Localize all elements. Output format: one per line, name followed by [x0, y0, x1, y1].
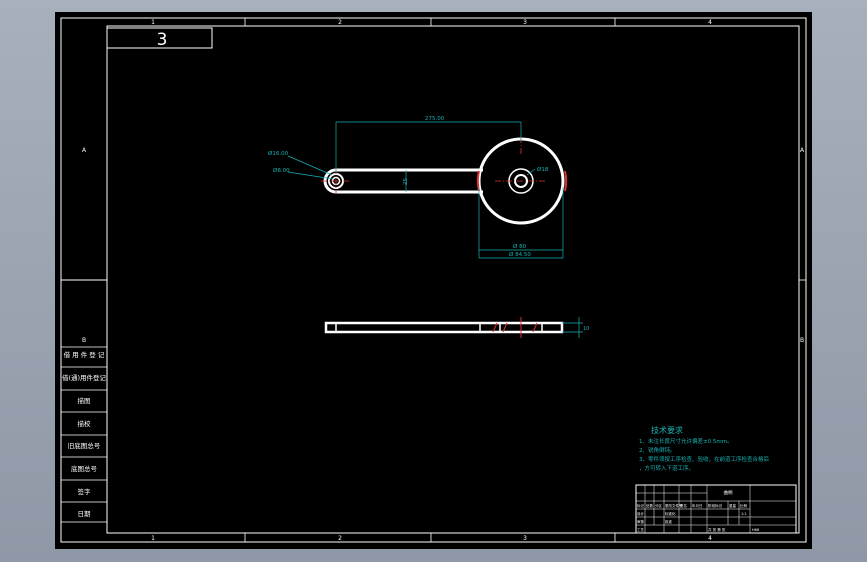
top-view-dimension	[562, 317, 583, 338]
notes-line-1: 2、锐角倒钝。	[639, 446, 676, 454]
zone-col-3-bottom: 3	[523, 535, 527, 542]
drawing-number: 3	[157, 30, 168, 50]
dim-big-dia-2: Ø 84.50	[509, 251, 531, 258]
tb-header-1: 处数	[646, 503, 654, 508]
zone-row-a-left: A	[82, 147, 87, 154]
tb-header-5: 年月日	[692, 503, 703, 508]
dim-small-outer: Ø16.00	[268, 150, 289, 157]
tb-header-3: 更改文件号	[665, 503, 683, 508]
zone-col-3-top: 3	[523, 19, 527, 26]
left-panel-label-7: 日期	[78, 510, 92, 518]
tb-sheet-label: 共 张 第 张	[708, 527, 726, 532]
dim-small-bore: Ø8.00	[273, 167, 290, 174]
left-panel-label-3: 描校	[78, 419, 92, 428]
title-block: 标记 处数 分区 更改文件号 签名 年月日 设计 审核 工艺 标准化 批准 阶段…	[635, 484, 797, 534]
left-panel-label-1: 借(通)用件登记	[62, 373, 107, 382]
left-panel-label-4: 旧底图总号	[68, 441, 101, 450]
front-dimension-lines	[287, 121, 564, 259]
tb-scale-value: 1:1	[741, 512, 747, 516]
tb-role-3: 标准化	[665, 511, 676, 516]
crank-arm	[336, 168, 483, 194]
centerlines	[321, 137, 547, 194]
technical-notes: 技术要求 1、未注长度尺寸允许偏差±0.5mm。 2、锐角倒钝。 3、零件须按工…	[639, 425, 770, 472]
zone-ticks	[61, 18, 806, 542]
outer-frame	[60, 17, 807, 543]
tb-scale-label: 比例	[740, 503, 748, 508]
left-panel-label-2: 描图	[78, 396, 91, 405]
zone-row-b-left: B	[82, 337, 86, 344]
dim-bar-width: 25	[403, 178, 409, 185]
zone-col-2-top: 2	[338, 19, 342, 26]
left-panel-label-0: 借 用 件 登 记	[64, 350, 105, 359]
crank-top-view: 10	[324, 317, 589, 338]
tb-header-4: 签名	[680, 503, 687, 508]
zone-col-4-bottom: 4	[708, 535, 712, 542]
zone-col-4-top: 4	[708, 19, 712, 26]
drawing-canvas: 1 2 3 4 1 2 3 4 A B A B 3 借 用 件 登 记 借(通)…	[55, 12, 812, 549]
top-view-outline	[324, 321, 564, 334]
zone-row-b-right: B	[800, 337, 804, 344]
tb-role-0: 设计	[637, 511, 645, 516]
tb-mark-cell: H68	[752, 528, 759, 532]
zone-col-1-bottom: 1	[151, 535, 155, 542]
tb-header-2: 分区	[655, 503, 663, 508]
zone-col-2-bottom: 2	[338, 535, 342, 542]
title-block-grid	[636, 485, 796, 533]
tb-stage-label: 阶段标记	[708, 503, 722, 508]
left-panel-label-5: 底图总号	[71, 464, 98, 473]
dim-big-dia-1: Ø 80	[513, 243, 527, 250]
tb-header-0: 标记	[637, 503, 645, 508]
dim-thickness: 10	[583, 326, 589, 332]
left-panel-label-6: 签字	[78, 487, 92, 496]
notes-title: 技术要求	[651, 425, 683, 435]
dim-center-distance: 275.00	[425, 116, 445, 122]
crank-front-view	[321, 137, 568, 225]
tb-role-4: 批准	[665, 519, 673, 524]
cad-drawing: 1 2 3 4 1 2 3 4 A B A B 3 借 用 件 登 记 借(通)…	[60, 17, 807, 543]
tb-role-2: 工艺	[637, 527, 645, 532]
left-panel-grid	[61, 346, 107, 523]
tb-part-name: 曲柄	[724, 489, 733, 496]
tb-weight-label: 重量	[729, 503, 737, 508]
dim-big-bore: Ø18	[537, 166, 549, 173]
notes-line-2: 3、零件须按工序检查、验收，在前道工序检查合格后	[639, 455, 770, 463]
notes-line-0: 1、未注长度尺寸允许偏差±0.5mm。	[639, 437, 733, 445]
zone-col-1-top: 1	[151, 19, 155, 26]
notes-line-3: ，方可转入下道工序。	[639, 464, 694, 472]
top-view-hatch	[492, 317, 538, 338]
tb-role-1: 审核	[637, 519, 645, 524]
zone-row-a-right: A	[800, 147, 805, 154]
big-end-highlight-right	[564, 170, 568, 192]
drawing-number-box	[106, 27, 213, 49]
